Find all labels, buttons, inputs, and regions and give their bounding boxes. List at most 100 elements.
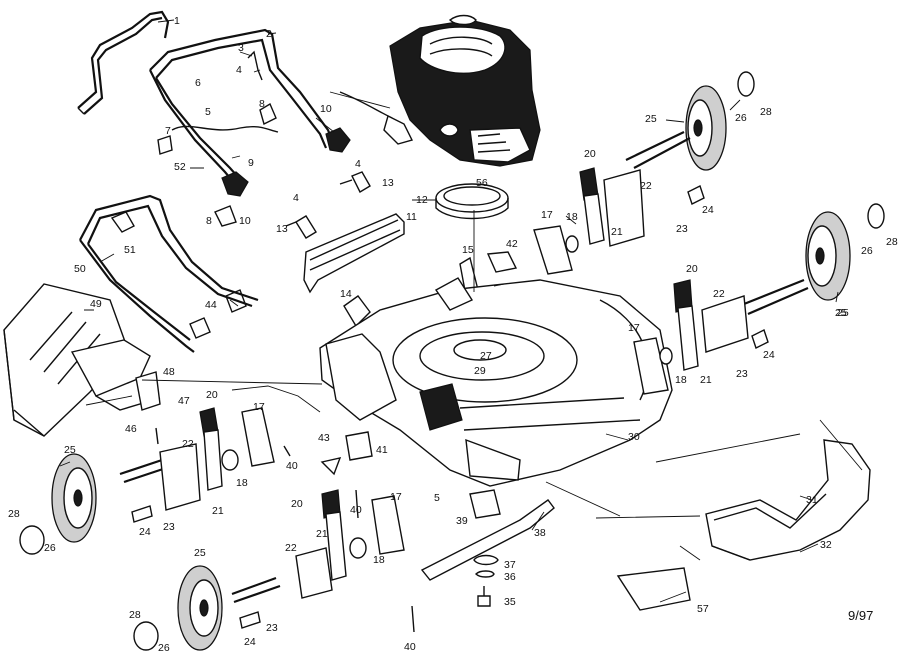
callout-25: 25	[645, 113, 657, 125]
blade-assembly	[420, 489, 555, 607]
callout-50: 50	[74, 263, 86, 275]
rear-baffle	[285, 171, 405, 294]
callout-43: 43	[318, 432, 330, 444]
callout-40: 40	[350, 504, 362, 516]
callout-2: 2	[266, 28, 272, 40]
callout-56: 56	[476, 177, 488, 189]
callout-21: 21	[212, 505, 224, 517]
lower-handle	[79, 194, 259, 353]
callout-35: 35	[504, 596, 516, 608]
callout-24: 24	[139, 526, 151, 538]
callout-37: 37	[504, 559, 516, 571]
callout-46: 46	[125, 423, 137, 435]
callout-28: 28	[129, 609, 141, 621]
callout-22: 22	[713, 288, 725, 300]
callout-8: 8	[206, 215, 212, 227]
engine-spacer-ring	[435, 183, 509, 220]
callout-51: 51	[124, 244, 136, 256]
callout-47: 47	[178, 395, 190, 407]
callout-25: 25	[64, 444, 76, 456]
date-code: 9/97	[848, 608, 874, 623]
callout-14: 14	[340, 288, 352, 300]
callout-leaders	[59, 19, 839, 603]
callout-18: 18	[675, 374, 687, 386]
callout-36: 36	[504, 571, 516, 583]
height-adjuster-front-right	[533, 167, 645, 275]
callout-18: 18	[566, 211, 578, 223]
callout-48: 48	[163, 366, 175, 378]
callout-20: 20	[686, 263, 698, 275]
callout-11: 11	[406, 211, 417, 223]
callout-5: 5	[434, 492, 440, 504]
callout-42: 42	[506, 238, 518, 250]
callout-20: 20	[291, 498, 303, 510]
callout-18: 18	[236, 477, 248, 489]
callout-13: 13	[276, 223, 288, 235]
callout-32: 32	[820, 539, 832, 551]
callout-17: 17	[628, 322, 640, 334]
callout-22: 22	[640, 180, 652, 192]
height-adjuster-rear-right	[633, 279, 749, 395]
handle-brackets	[157, 50, 351, 227]
callout-23: 23	[676, 223, 688, 235]
engine	[389, 14, 541, 167]
callout-24: 24	[702, 204, 714, 216]
callout-20: 20	[584, 148, 596, 160]
wheel-front-left	[51, 453, 97, 543]
callout-15: 15	[462, 244, 474, 256]
callout-26: 26	[735, 112, 747, 124]
upper-handle-part-1	[77, 10, 170, 115]
wheel-rear-right	[805, 211, 851, 301]
callout-21: 21	[611, 226, 623, 238]
callout-25: 25	[837, 307, 849, 319]
callout-22: 22	[285, 542, 297, 554]
callout-22: 22	[182, 438, 194, 450]
callout-28: 28	[8, 508, 20, 520]
callout-12: 12	[416, 194, 428, 206]
callout-26: 26	[158, 642, 170, 654]
callout-10: 10	[239, 215, 251, 227]
callout-29: 29	[474, 365, 486, 377]
axles-and-hardware	[119, 131, 809, 629]
callout-17: 17	[253, 401, 265, 413]
callout-8: 8	[259, 98, 265, 110]
wheel-rear-left	[177, 565, 223, 651]
callout-40: 40	[286, 460, 298, 472]
callout-10: 10	[320, 103, 332, 115]
callout-23: 23	[736, 368, 748, 380]
callout-20: 20	[206, 389, 218, 401]
callout-25: 25	[835, 307, 847, 319]
callout-21: 21	[316, 528, 328, 540]
callout-3: 3	[238, 42, 244, 54]
callout-40: 40	[404, 641, 416, 653]
handle-cable	[171, 91, 414, 145]
callout-57: 57	[697, 603, 709, 615]
height-adjuster-rear-left	[295, 489, 405, 599]
callout-25: 25	[194, 547, 206, 559]
callout-30: 30	[628, 431, 640, 443]
callout-44: 44	[205, 299, 217, 311]
wheel-front-right	[685, 85, 727, 171]
callout-39: 39	[456, 515, 468, 527]
assembly-lines	[85, 91, 863, 561]
callout-41: 41	[376, 444, 388, 456]
callout-4: 4	[355, 158, 361, 170]
callout-38: 38	[534, 527, 546, 539]
callout-4: 4	[236, 64, 242, 76]
callout-24: 24	[763, 349, 775, 361]
grass-bag	[3, 283, 161, 437]
hubcaps	[19, 71, 885, 651]
height-adjuster-front-left	[159, 407, 275, 511]
callout-7: 7	[165, 125, 171, 137]
callout-23: 23	[266, 622, 278, 634]
deck-brackets	[343, 251, 518, 328]
callout-31: 31	[806, 494, 818, 506]
callout-28: 28	[760, 106, 772, 118]
callout-26: 26	[861, 245, 873, 257]
callout-17: 17	[541, 209, 553, 221]
callout-27: 27	[480, 350, 492, 362]
callout-17: 17	[390, 491, 402, 503]
mower-deck	[319, 277, 673, 487]
